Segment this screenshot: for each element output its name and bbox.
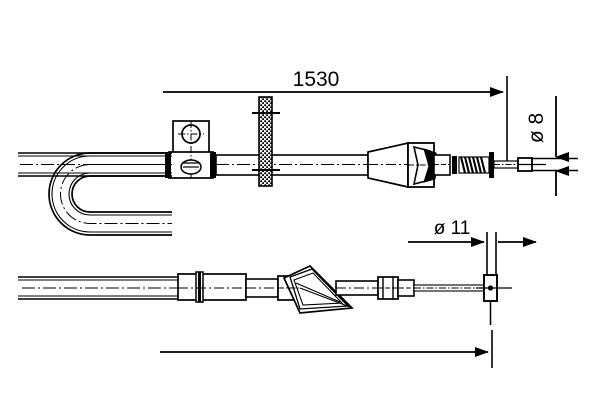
grommet-retainer-plate bbox=[252, 96, 280, 187]
upper-end-rod bbox=[493, 160, 519, 169]
end-stop-block-bottom bbox=[476, 274, 512, 325]
spring-end-washer bbox=[489, 152, 494, 178]
lower-cable-sheath bbox=[18, 276, 178, 300]
lower-cable-assembly bbox=[18, 264, 512, 325]
spring-coils bbox=[459, 156, 487, 174]
dimension-diameter-11: ø 11 bbox=[408, 218, 537, 285]
triangular-lever-bracket bbox=[277, 264, 354, 314]
upper-cable-midsection bbox=[215, 154, 369, 176]
lower-cable-rear-run bbox=[335, 280, 379, 296]
fork-end-fitting bbox=[407, 142, 451, 188]
end-stop-block-top bbox=[517, 157, 546, 172]
cable-ferrule-sleeve bbox=[177, 271, 247, 303]
dimension-length-label: 1530 bbox=[293, 68, 340, 91]
dimension-diameter-bottom-label: ø 11 bbox=[434, 218, 471, 239]
dimension-lower-length bbox=[160, 330, 493, 368]
mounting-bracket bbox=[165, 120, 216, 179]
lower-coupler bbox=[377, 276, 415, 300]
bracket-flange-right bbox=[210, 152, 216, 178]
u-bend-centerline bbox=[60, 164, 172, 224]
lower-cable-midsection bbox=[245, 278, 279, 298]
dimension-diameter-top-label: ø 8 bbox=[525, 113, 548, 143]
dimension-length-1530: 1530 bbox=[163, 68, 508, 165]
upper-cable-assembly bbox=[18, 96, 546, 236]
cable-u-bend bbox=[48, 152, 172, 236]
coil-spring-section bbox=[452, 152, 494, 178]
